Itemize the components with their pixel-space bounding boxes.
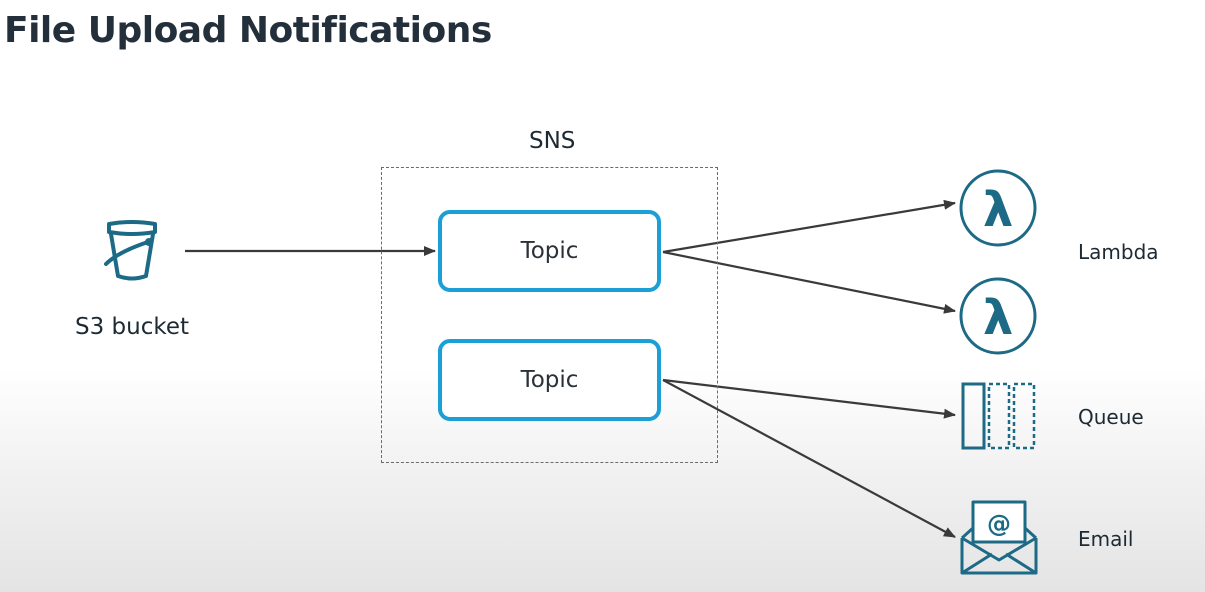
lambda-label: Lambda bbox=[1078, 240, 1159, 264]
arrow-topic1-to-lambda1 bbox=[662, 199, 956, 254]
arrow-topic2-to-queue bbox=[662, 378, 956, 419]
s3-bucket-label: S3 bucket bbox=[75, 314, 190, 340]
email-icon: @ bbox=[960, 500, 1038, 575]
svg-text:λ: λ bbox=[983, 182, 1013, 238]
arrow-topic1-to-lambda2 bbox=[662, 250, 956, 314]
sns-label: SNS bbox=[529, 128, 576, 154]
topic-box-1: Topic bbox=[438, 210, 661, 292]
queue-label: Queue bbox=[1078, 405, 1144, 429]
sns-group-box bbox=[381, 167, 718, 463]
email-label: Email bbox=[1078, 527, 1134, 551]
bucket-icon bbox=[104, 220, 157, 281]
arrow-topic2-to-email bbox=[662, 379, 956, 538]
topic-box-2: Topic bbox=[438, 339, 661, 421]
lambda-icon-2: λ bbox=[959, 277, 1037, 355]
lambda-icon-1: λ bbox=[959, 169, 1037, 247]
svg-text:λ: λ bbox=[983, 290, 1013, 346]
queue-icon bbox=[961, 382, 1036, 450]
svg-text:@: @ bbox=[987, 510, 1011, 538]
page-title: File Upload Notifications bbox=[4, 10, 492, 51]
